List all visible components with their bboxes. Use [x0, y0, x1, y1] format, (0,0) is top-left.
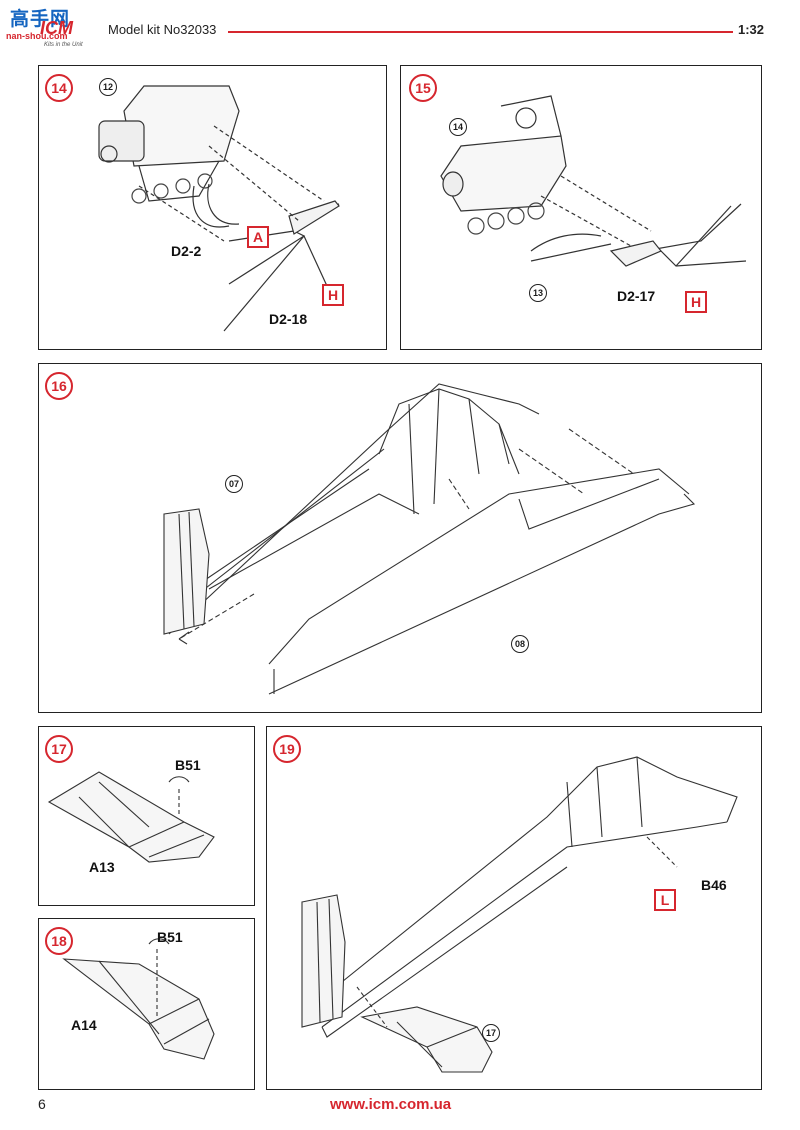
- page-number: 6: [38, 1096, 46, 1112]
- elevator-illustration: [47, 771, 215, 863]
- part-label-b51: B51: [157, 929, 183, 945]
- callout-box-a: A: [247, 226, 269, 248]
- part-label-b51: B51: [175, 757, 201, 773]
- site-logo: 高手网 ICM nan-shou.com Kits in the Unit: [4, 4, 102, 50]
- reference-circle-left-half: 07: [225, 475, 243, 493]
- logo-chinese-text: 高手网: [10, 9, 71, 30]
- callout-box-l: L: [654, 889, 676, 911]
- part-label-d2-17: D2-17: [617, 288, 656, 304]
- reference-circle: 17: [482, 1024, 500, 1042]
- step-19-panel: 19 B46 L 17: [266, 726, 762, 1090]
- step-number-badge: 17: [45, 735, 73, 763]
- footer-url[interactable]: www.icm.com.ua: [330, 1096, 452, 1113]
- logo-brand: ICM: [40, 18, 73, 38]
- step-number-badge: 15: [409, 74, 437, 102]
- reference-circle-bottom: 13: [529, 284, 547, 302]
- engine-mount-illustration: [98, 85, 340, 332]
- reference-circle: 12: [99, 78, 117, 96]
- step-14-panel: 14 12 D2-2 A H D2-18: [38, 65, 387, 350]
- step-number-badge: 18: [45, 927, 73, 955]
- step-number-badge: 19: [273, 735, 301, 763]
- step-18-panel: 18 B51 A14: [38, 918, 255, 1090]
- part-label-a14: A14: [71, 1017, 97, 1033]
- step-number-badge: 14: [45, 74, 73, 102]
- part-label-a13: A13: [89, 859, 115, 875]
- part-label-d2-2: D2-2: [171, 243, 202, 259]
- callout-box-h: H: [322, 284, 344, 306]
- callout-box-h: H: [685, 291, 707, 313]
- logo-url: nan-shou.com: [6, 31, 68, 41]
- engine-mount-illustration: [440, 95, 747, 267]
- elevator-illustration: [62, 938, 215, 1060]
- logo-tagline: Kits in the Unit: [44, 42, 83, 48]
- model-kit-title: Model kit No32033: [108, 22, 217, 37]
- part-label-d2-18: D2-18: [269, 311, 308, 327]
- reference-circle-right-half: 08: [511, 635, 529, 653]
- step-15-panel: 15 14 13 D2-17 H: [400, 65, 762, 350]
- header-rule: [228, 31, 733, 33]
- reference-circle-top: 14: [449, 118, 467, 136]
- fuselage-assembly-illustration: [163, 383, 696, 695]
- step-16-panel: 16 07 08: [38, 363, 762, 713]
- step-number-badge: 16: [45, 372, 73, 400]
- part-label-b46: B46: [701, 877, 727, 893]
- fuselage-elevator-illustration: [301, 756, 738, 1073]
- step-17-panel: 17 B51 A13: [38, 726, 255, 906]
- scale-label: 1:32: [738, 22, 765, 37]
